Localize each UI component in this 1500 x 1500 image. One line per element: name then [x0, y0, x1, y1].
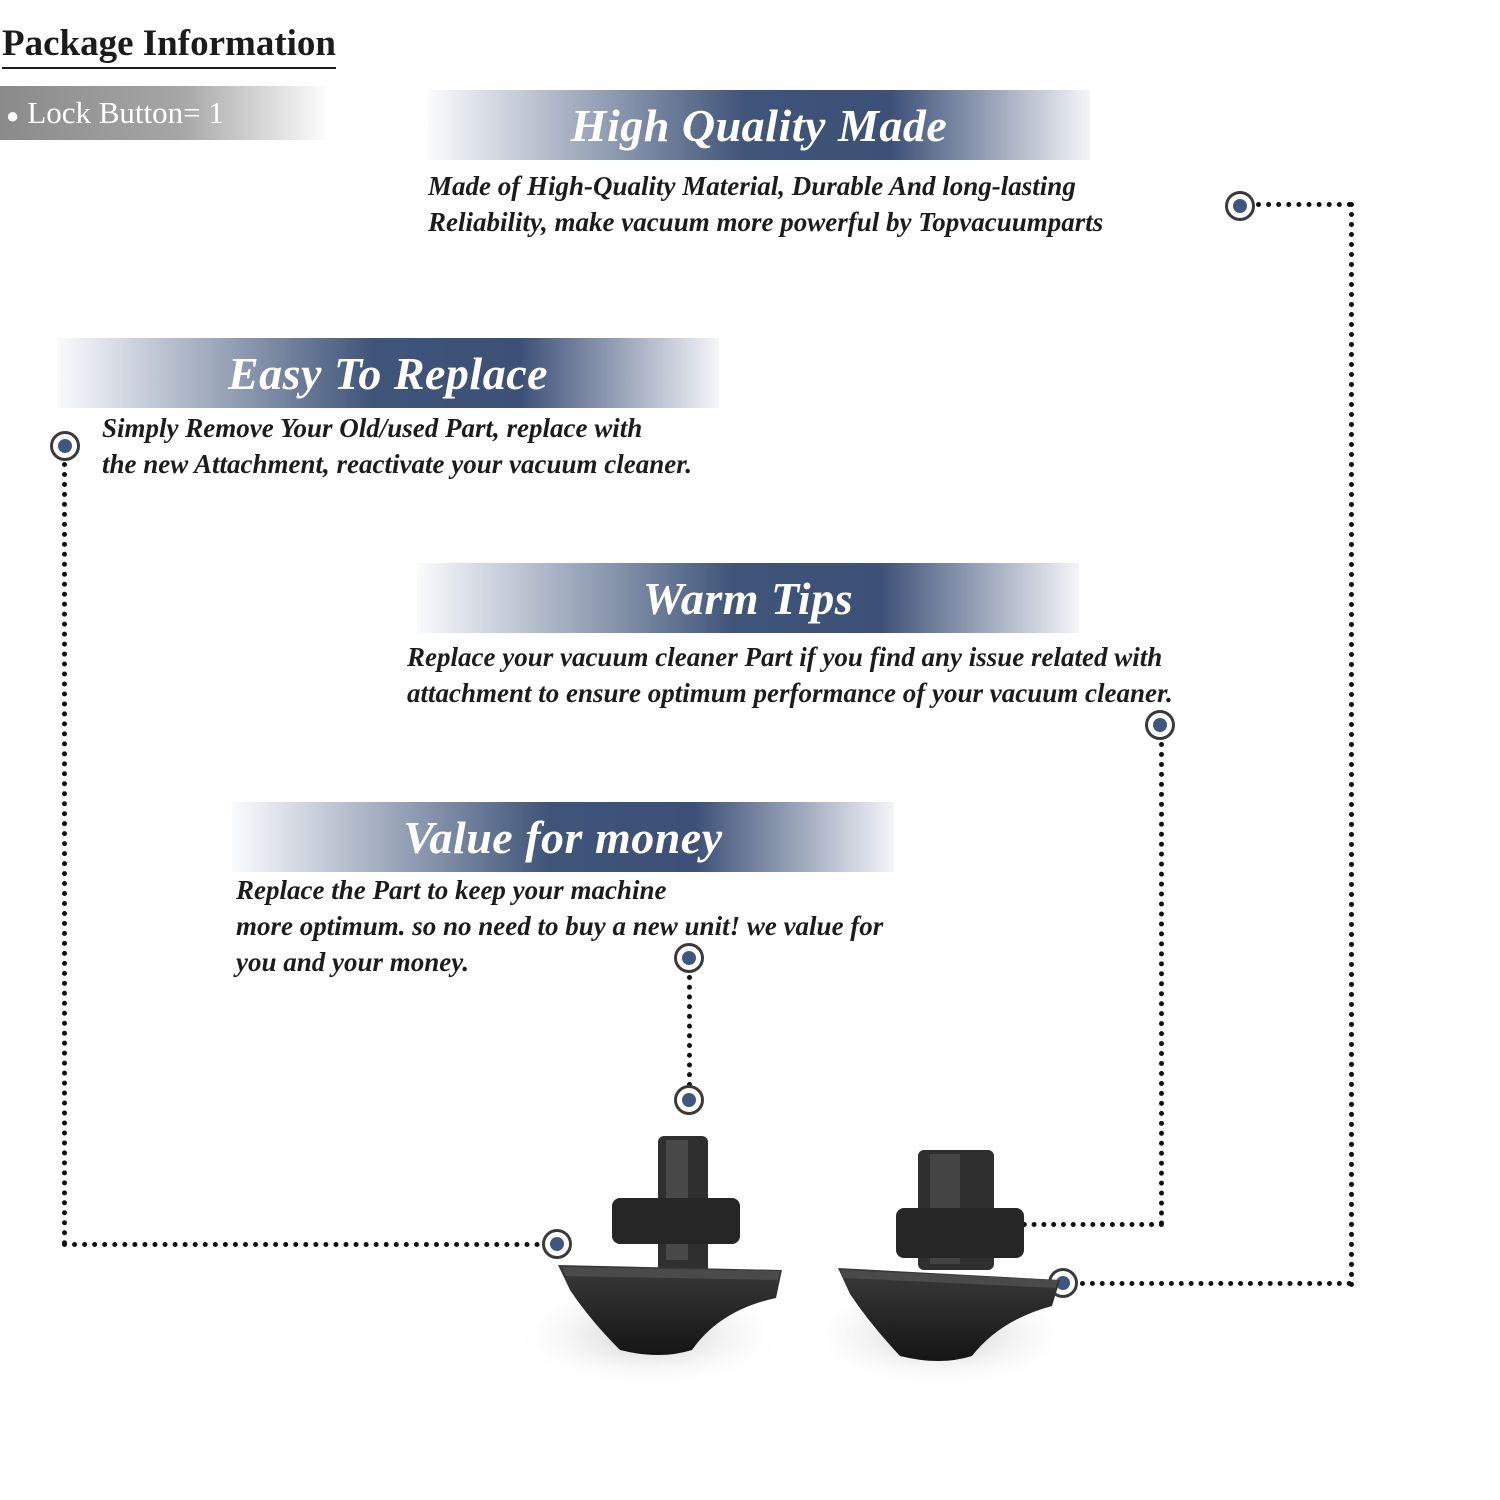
node-tips — [1145, 710, 1175, 740]
tips-heading: Warm Tips — [642, 572, 854, 624]
package-item-label: Lock Button= 1 — [27, 95, 224, 130]
quality-banner: High Quality Made — [428, 90, 1090, 160]
package-item: ● Lock Button= 1 — [0, 86, 330, 140]
connector-tips-right — [1159, 742, 1164, 1226]
connector-quality-bottom — [1080, 1281, 1352, 1286]
connector-value-vertical — [687, 975, 692, 1087]
node-replace — [50, 431, 80, 461]
quality-description: Made of High-Quality Material, Durable A… — [428, 171, 1104, 237]
value-banner: Value for money — [232, 802, 894, 872]
node-product-left — [542, 1229, 572, 1259]
value-heading: Value for money — [403, 811, 723, 863]
tips-description: Replace your vacuum cleaner Part if you … — [407, 642, 1173, 708]
node-value-bottom — [674, 1085, 704, 1115]
value-description: Replace the Part to keep your machine mo… — [236, 875, 884, 977]
connector-tips-bottom — [1012, 1222, 1164, 1227]
replace-heading: Easy To Replace — [227, 347, 549, 399]
connector-quality-top — [1256, 202, 1352, 207]
package-title: Package Information — [2, 23, 336, 69]
node-value-top — [674, 943, 704, 973]
connector-replace-bottom — [62, 1242, 540, 1247]
tips-banner: Warm Tips — [417, 563, 1079, 633]
lock-button-image-left — [510, 1136, 790, 1390]
replace-description: Simply Remove Your Old/used Part, replac… — [102, 413, 692, 479]
bullet-icon: ● — [6, 102, 20, 128]
quality-heading: High Quality Made — [570, 99, 948, 151]
replace-banner: Easy To Replace — [57, 338, 719, 408]
lock-button-image-right — [800, 1150, 1080, 1390]
node-quality — [1225, 191, 1255, 221]
connector-replace-left — [62, 462, 67, 1246]
connector-quality-right — [1349, 202, 1354, 1288]
